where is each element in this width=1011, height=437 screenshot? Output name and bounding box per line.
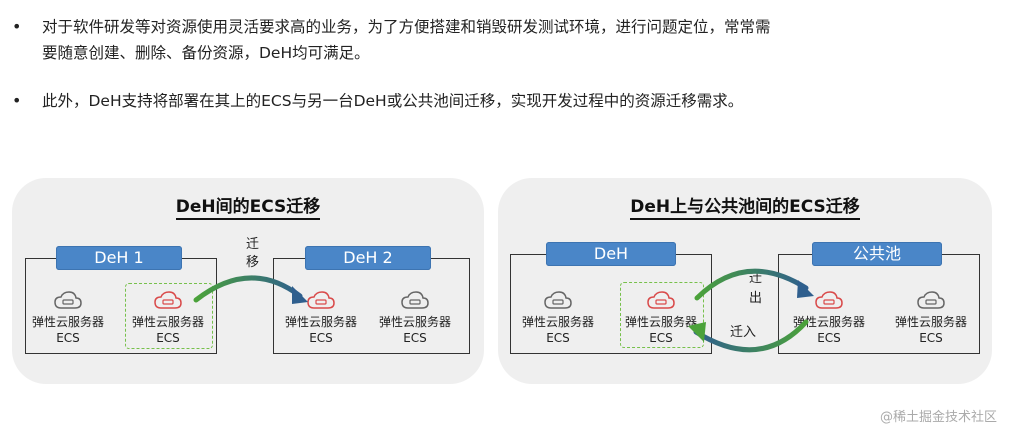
right-panel-title: DeH上与公共池间的ECS迁移 — [498, 192, 992, 220]
bullet-1-line-2: 要随意创建、删除、备份资源，DeH均可满足。 — [42, 44, 370, 62]
out-label-bottom: 出 — [749, 291, 763, 306]
out-label-top: 迁 — [749, 271, 763, 286]
deh-label: DeH — [546, 242, 676, 266]
cloud-server-icon — [917, 291, 945, 309]
deh2-label: DeH 2 — [305, 246, 431, 270]
migrating-ecs-highlight — [125, 283, 213, 349]
bullet-dot: • — [12, 91, 22, 110]
ecs-left-1: 弹性云服务器 ECS — [23, 290, 113, 346]
deh1-label: DeH 1 — [56, 246, 182, 270]
migrate-label-top: 迁 — [246, 237, 260, 252]
cloud-server-icon — [647, 291, 675, 309]
watermark: @稀土掘金技术社区 — [879, 410, 997, 425]
ecs-right-2-migrating: 弹性云服务器 ECS — [616, 290, 706, 346]
bullet-2-line-1: 此外，DeH支持将部署在其上的ECS与另一台DeH或公共池间迁移，实现开发过程中… — [42, 92, 744, 110]
cloud-server-icon — [154, 291, 182, 309]
migrate-out-arrowhead — [797, 280, 814, 298]
ecs-right-3-migrated: 弹性云服务器 ECS — [784, 290, 874, 346]
ecs-left-2-migrating: 弹性云服务器 ECS — [123, 290, 213, 346]
public-pool-label: 公共池 — [812, 242, 942, 266]
cloud-server-icon — [54, 291, 82, 309]
ecs-left-3-migrated: 弹性云服务器 ECS — [276, 290, 366, 346]
cloud-server-icon — [544, 291, 572, 309]
bullet-1-line-1: 对于软件研发等对资源使用灵活要求高的业务，为了方便搭建和销毁研发测试环境，进行问… — [42, 18, 771, 36]
left-panel-title: DeH间的ECS迁移 — [12, 192, 484, 220]
ecs-right-1: 弹性云服务器 ECS — [513, 290, 603, 346]
left-panel: DeH间的ECS迁移 — [12, 178, 484, 384]
ecs-left-4: 弹性云服务器 ECS — [370, 290, 460, 346]
cloud-server-icon — [307, 291, 335, 309]
migrate-in-arc — [693, 319, 809, 353]
migrate-arc — [193, 275, 303, 303]
in-label: 迁入 — [730, 325, 757, 340]
migrate-in-arrowhead — [688, 322, 706, 342]
migrate-label-bottom: 移 — [246, 255, 260, 270]
migrating-ecs-highlight — [620, 282, 704, 348]
cloud-server-icon — [401, 291, 429, 309]
migrate-arrowhead — [292, 286, 308, 304]
ecs-right-4: 弹性云服务器 ECS — [886, 290, 976, 346]
migrate-out-arc — [694, 268, 809, 301]
cloud-server-icon — [815, 291, 843, 309]
bullet-dot: • — [12, 17, 22, 36]
